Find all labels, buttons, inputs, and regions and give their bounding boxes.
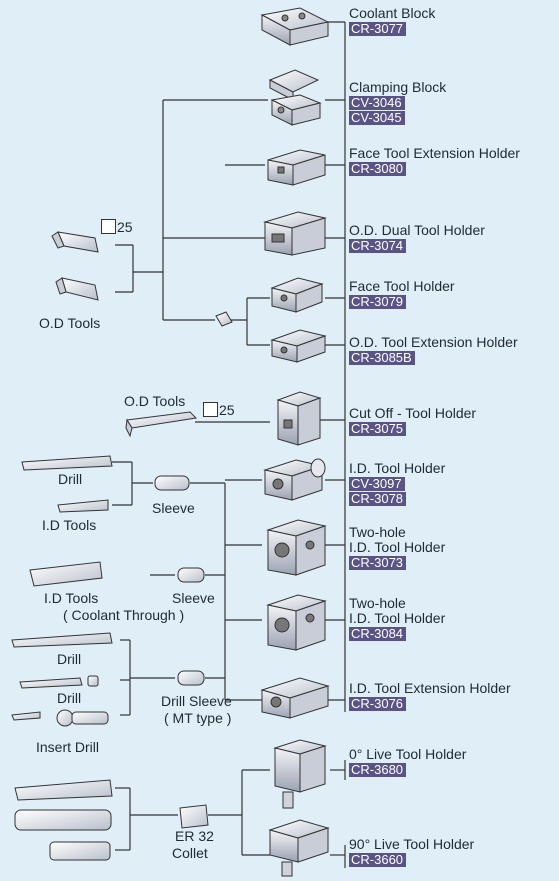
holder-label: I.D. Tool Holder CV-3097 CR-3078 [349, 461, 445, 506]
holder-label: 0° Live Tool Holder CR-3680 [349, 747, 466, 777]
holder-name: Face Tool Holder [349, 278, 455, 294]
holder-name-line: Two-hole [349, 524, 406, 540]
sleeve-caption: Sleeve [152, 500, 195, 516]
id-tool-holder-image [263, 458, 326, 501]
drill-image-1 [21, 455, 113, 471]
holder-label: 90° Live Tool Holder CR-3660 [349, 837, 474, 867]
sleeve-image-2 [177, 567, 205, 583]
holder-label: Cut Off - Tool Holder CR-3075 [349, 406, 476, 436]
od-tool-extension-holder-image [270, 329, 327, 363]
shank-tool-image [14, 809, 112, 831]
holder-label: Face Tool Holder CR-3079 [349, 279, 455, 309]
holder-label: Two-hole I.D. Tool Holder CR-3073 [349, 525, 445, 570]
collet-caption: Collet [172, 845, 208, 861]
holder-code: CR-3075 [349, 422, 407, 436]
coolant-through-caption: ( Coolant Through ) [63, 607, 185, 623]
od-tool-image-1 [51, 231, 99, 253]
holder-name-line: Two-hole [349, 595, 406, 611]
holder-name: 0° Live Tool Holder [349, 746, 467, 762]
od-tools-caption: O.D Tools [124, 393, 186, 409]
drill-caption: Drill [57, 690, 82, 706]
holder-name: Cut Off - Tool Holder [349, 405, 477, 421]
holder-code: CR-3660 [349, 853, 407, 867]
live-tool-holder-90-image [268, 819, 330, 877]
drill-image-2 [11, 632, 113, 648]
live-tool-holder-0-image [273, 739, 327, 809]
holder-code: CR-3073 [349, 556, 407, 570]
od-tools-caption: O.D Tools [39, 315, 101, 331]
square-size-label: 25 [203, 402, 235, 418]
holder-code: CR-3084 [349, 627, 407, 641]
holder-code: CR-3079 [349, 295, 407, 309]
square-icon [203, 402, 218, 417]
holder-name: O.D. Dual Tool Holder [349, 222, 485, 238]
id-tools-caption: I.D Tools [44, 590, 99, 606]
holder-name: I.D. Tool Extension Holder [349, 680, 511, 696]
holder-label: I.D. Tool Extension Holder CR-3076 [349, 681, 511, 711]
holder-name-line: I.D. Tool Holder [349, 610, 446, 626]
two-hole-id-tool-holder-image-1 [266, 519, 327, 576]
drill-sleeve-caption: Drill Sleeve [161, 693, 232, 709]
sleeve-caption: Sleeve [172, 590, 215, 606]
drill-caption: Drill [57, 651, 82, 667]
holder-code: CV-3045 [349, 111, 405, 125]
end-mill-image [14, 779, 113, 801]
face-tool-holder-image [270, 277, 324, 313]
coolant-block-image [260, 7, 330, 46]
holder-code: CV-3046 [349, 96, 405, 110]
cut-off-tool-holder-image [276, 391, 322, 446]
holder-code: CR-3077 [349, 22, 407, 36]
od-tool-image-2 [55, 277, 99, 301]
holder-name: I.D. Tool Holder [349, 460, 446, 476]
holder-name-line: I.D. Tool Holder [349, 539, 446, 555]
holder-code: CR-3080 [349, 162, 407, 176]
holder-label: Clamping Block CV-3046 CV-3045 [349, 80, 446, 125]
insert-drill-image [11, 709, 109, 727]
square-icon [101, 219, 116, 234]
od-tool-long-image [125, 411, 198, 438]
holder-label: O.D. Dual Tool Holder CR-3074 [349, 223, 485, 253]
small-block-image [215, 311, 233, 327]
cutter-image [49, 841, 111, 861]
mt-type-caption: ( MT type ) [164, 710, 232, 726]
holder-name: O.D. Tool Extension Holder [349, 334, 518, 350]
face-tool-extension-holder-image [267, 149, 326, 186]
id-tool-image-1 [57, 499, 109, 513]
square-size-label: 25 [101, 219, 133, 235]
holder-label: Face Tool Extension Holder CR-3080 [349, 146, 520, 176]
er32-collet-image [179, 804, 209, 829]
id-tools-caption: I.D Tools [42, 517, 97, 533]
insert-drill-caption: Insert Drill [36, 739, 100, 755]
drill-image-3 [19, 675, 99, 689]
holder-name: Clamping Block [349, 79, 447, 95]
holder-code: CR-3085B [349, 351, 415, 365]
clamping-block-image [268, 69, 322, 126]
two-hole-id-tool-holder-image-2 [266, 594, 327, 651]
er32-caption: ER 32 [175, 828, 214, 844]
holder-label: O.D. Tool Extension Holder CR-3085B [349, 335, 518, 365]
id-tool-extension-holder-image [260, 677, 330, 719]
holder-code: CR-3078 [349, 492, 407, 506]
holder-name: Face Tool Extension Holder [349, 145, 520, 161]
size-value: 25 [219, 402, 235, 418]
od-dual-tool-holder-image [263, 211, 327, 256]
id-tool-image-2 [29, 561, 103, 587]
holder-name: 90° Live Tool Holder [349, 836, 475, 852]
holder-code: CR-3076 [349, 697, 407, 711]
holder-label: Two-hole I.D. Tool Holder CR-3084 [349, 596, 445, 641]
drill-caption: Drill [58, 471, 83, 487]
size-value: 25 [117, 219, 133, 235]
holder-code: CR-3074 [349, 239, 407, 253]
holder-code: CV-3097 [349, 477, 405, 491]
drill-sleeve-image [177, 670, 205, 686]
sleeve-image-1 [154, 475, 190, 491]
holder-label: Coolant Block CR-3077 [349, 6, 435, 36]
holder-code: CR-3680 [349, 763, 407, 777]
holder-name: Coolant Block [349, 5, 436, 21]
